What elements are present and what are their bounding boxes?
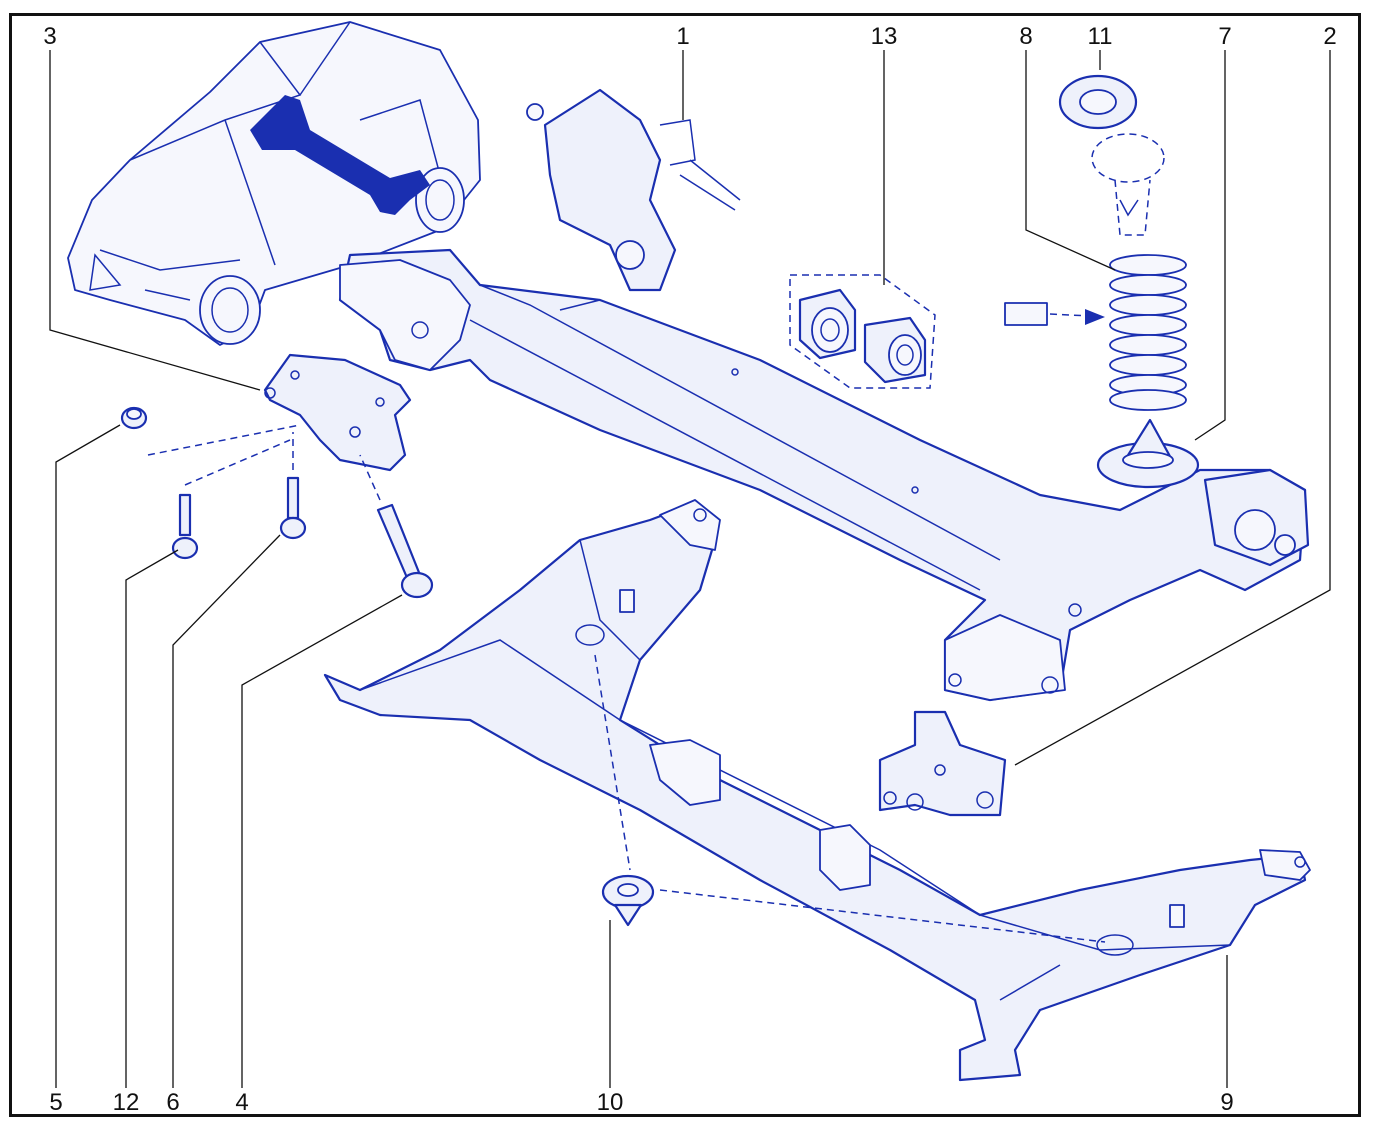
callout-8: 8 <box>1019 23 1032 50</box>
callout-7: 7 <box>1218 23 1231 50</box>
car-illustration <box>67 21 481 346</box>
leader-lines <box>49 50 1331 1088</box>
callout-11: 11 <box>1088 23 1113 50</box>
callout-9: 9 <box>1220 1089 1233 1116</box>
callout-3: 3 <box>43 23 56 50</box>
rear-axle-beam <box>338 88 1310 702</box>
bolt-medium <box>279 432 307 540</box>
callout-10: 10 <box>597 1089 624 1116</box>
bracket-right <box>878 710 1007 817</box>
axle-bush-kit <box>789 274 936 389</box>
callout-1: 1 <box>676 23 689 50</box>
callout-12: 12 <box>113 1089 140 1116</box>
callout-4: 4 <box>235 1089 248 1116</box>
callout-13: 13 <box>871 23 898 50</box>
bracket-left <box>263 353 412 472</box>
callout-6: 6 <box>166 1089 179 1116</box>
spring-identification-tag <box>1004 302 1105 326</box>
rear-subframe <box>323 499 1311 1082</box>
callout-2: 2 <box>1323 23 1336 50</box>
spring-upper-cup <box>1058 74 1165 236</box>
bump-stop <box>1096 418 1200 489</box>
bolt-long <box>359 454 434 599</box>
callout-labels: 3 1 13 8 11 7 2 5 12 6 4 10 9 <box>43 23 1336 1116</box>
callout-5: 5 <box>49 1089 62 1116</box>
bolt-short <box>171 439 291 560</box>
plastic-clip <box>601 874 655 927</box>
coil-spring <box>1109 254 1187 411</box>
cap-nut <box>120 406 301 456</box>
